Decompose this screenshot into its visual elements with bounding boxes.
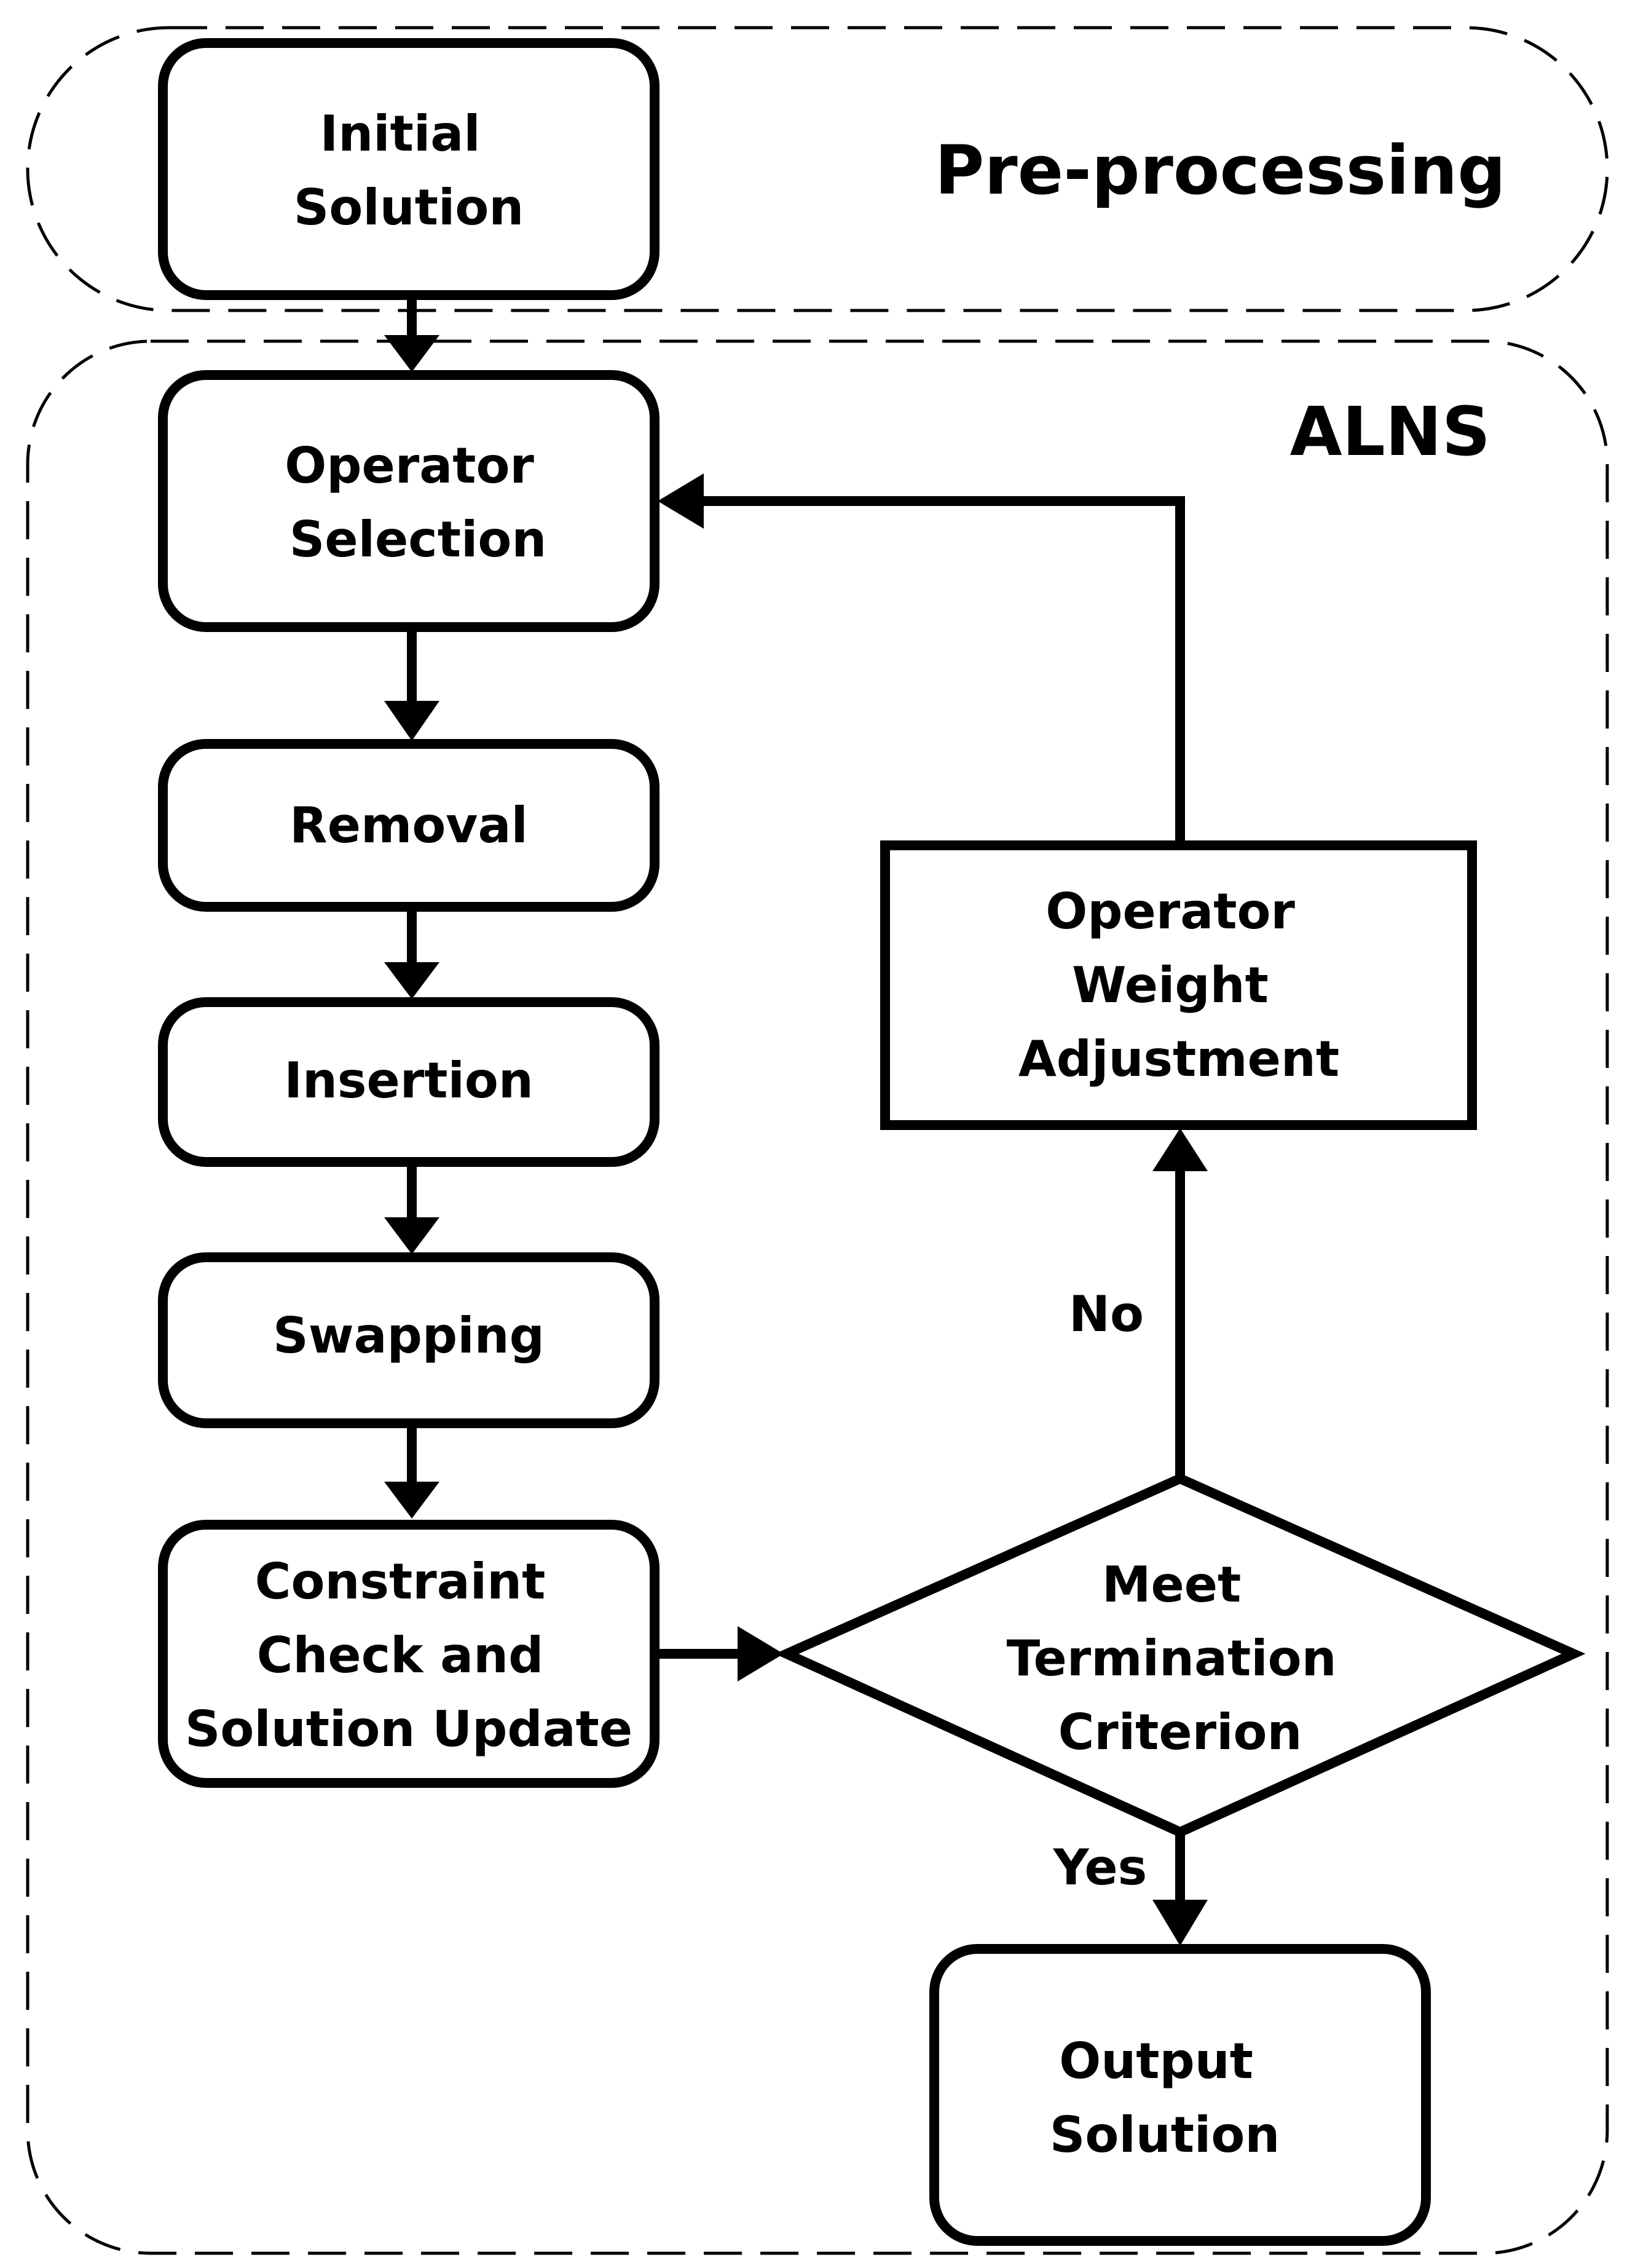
initial-solution-line-1: Initial	[320, 105, 480, 162]
insertion-line-1: Insertion	[284, 1052, 534, 1109]
arrowhead-termination-in	[738, 1626, 784, 1681]
node-operator-selection: Operator Selection	[158, 370, 660, 632]
svg-text:Operator Selection: Operator Selection	[285, 437, 551, 568]
node-termination-decision: Meet Termination Criterion	[774, 1473, 1586, 1838]
arrowhead-swapping-in	[384, 1217, 439, 1254]
constraint-check-line-3: Solution Update	[185, 1701, 632, 1758]
svg-text:Constraint Check and: Constraint Check and Solution Update	[185, 1553, 632, 1758]
arrowhead-selection-in	[384, 335, 439, 372]
alns-group-label: ALNS	[1290, 392, 1490, 471]
arrowhead-selection-loop-in	[658, 473, 704, 529]
node-removal: Removal	[158, 739, 660, 912]
edge-label-no: No	[1069, 1286, 1144, 1343]
preprocessing-group-frame	[26, 26, 1609, 312]
arrowhead-removal-in	[384, 701, 439, 741]
svg-text:Removal: Removal	[289, 797, 528, 854]
weight-adjustment-line-3: Adjustment	[1018, 1030, 1339, 1088]
constraint-check-line-2: Check and	[257, 1627, 544, 1684]
arrowhead-output-in	[1152, 1900, 1208, 1946]
node-constraint-check: Constraint Check and Solution Update	[158, 1520, 660, 1788]
svg-text:Meet Termination C: Meet Termination Criterion	[1007, 1556, 1354, 1761]
node-swapping: Swapping	[158, 1252, 660, 1428]
operator-selection-line-1: Operator	[285, 437, 534, 494]
node-weight-adjustment: Operator Weight Adjustment	[880, 840, 1477, 1130]
termination-line-3: Criterion	[1058, 1704, 1302, 1761]
swapping-line-1: Swapping	[273, 1307, 545, 1364]
operator-selection-line-2: Selection	[289, 511, 547, 568]
termination-line-1: Meet	[1102, 1556, 1241, 1613]
weight-adjustment-line-2: Weight	[1072, 957, 1269, 1014]
arrowhead-insertion-in	[384, 962, 439, 999]
svg-text:Output Solution: Output Solution	[1050, 2033, 1280, 2163]
output-solution-line-2: Solution	[1050, 2106, 1280, 2163]
edge-adjustment-to-selection	[704, 496, 1185, 842]
edge-label-yes: Yes	[1053, 1839, 1147, 1896]
svg-text:Initial Solution: Initial Solution	[294, 105, 524, 236]
preprocessing-group-label: Pre-processing	[935, 131, 1506, 210]
node-initial-solution: Initial Solution	[158, 38, 660, 300]
svg-text:Swapping: Swapping	[273, 1307, 545, 1364]
alns-group-frame	[26, 339, 1609, 2255]
svg-text:Operator Weight Ad: Operator Weight Adjustment	[1018, 883, 1339, 1088]
removal-line-1: Removal	[289, 797, 528, 854]
output-solution-line-1: Output	[1059, 2033, 1253, 2090]
node-output-solution: Output Solution	[929, 1944, 1431, 2246]
arrowhead-adjustment-in	[1152, 1128, 1208, 1171]
svg-text:Insertion: Insertion	[284, 1052, 534, 1109]
constraint-check-line-1: Constraint	[255, 1553, 546, 1610]
termination-line-2: Termination	[1007, 1630, 1337, 1687]
weight-adjustment-line-1: Operator	[1045, 883, 1295, 940]
arrowhead-constraint-in	[384, 1482, 439, 1519]
node-insertion: Insertion	[158, 997, 660, 1167]
initial-solution-line-2: Solution	[294, 179, 524, 236]
